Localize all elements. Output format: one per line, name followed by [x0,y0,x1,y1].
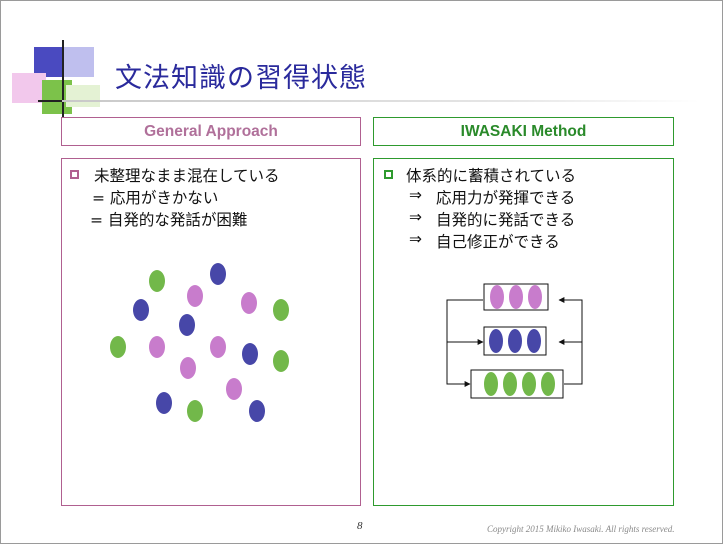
dot [273,350,289,372]
general-approach-panel: 未整理なまま混在している = 応用がきかない = 自発的な発話が困難 [61,158,361,506]
page-number: 8 [357,520,363,532]
left-bullet-text: 未整理なまま混在している [94,167,280,185]
dot [187,400,203,422]
dot [149,270,165,292]
right-sub-line-1: 応用力が発揮できる [436,189,576,207]
dot [242,343,258,365]
pink-dot [509,285,523,309]
arrow-icon: ⇒ [409,230,422,248]
pink-dot [528,285,542,309]
corner-decoration [0,0,110,120]
dot [241,292,257,314]
green-dot [541,372,555,396]
arrow-icon: ⇒ [409,208,422,226]
dot [133,299,149,321]
cycle-diagram [446,283,583,399]
title-underline [62,100,700,102]
left-sub-line-1: = 応用がきかない [92,189,219,207]
dot [210,263,226,285]
right-sub-line-3: 自己修正ができる [436,233,560,251]
blue-dot [508,329,522,353]
right-bullet-text: 体系的に蓄積されている [406,167,577,185]
square-bullet-icon [384,170,393,179]
general-approach-header: General Approach [61,117,361,146]
dot [273,299,289,321]
iwasaki-method-panel: 体系的に蓄積されている ⇒ 応用力が発揮できる ⇒ 自発的に発話できる ⇒ 自己… [373,158,674,506]
right-sub-line-2: 自発的に発話できる [436,211,576,229]
left-sub-line-2: = 自発的な発話が困難 [90,211,248,229]
dot [187,285,203,307]
arrow-icon: ⇒ [409,186,422,204]
green-dot [503,372,517,396]
slide-title: 文法知識の習得状態 [115,63,367,94]
dot [110,336,126,358]
blue-dot [489,329,503,353]
dot [149,336,165,358]
dot [210,336,226,358]
dot [180,357,196,379]
dot [249,400,265,422]
iwasaki-method-header: IWASAKI Method [373,117,674,146]
square-bullet-icon [70,170,79,179]
green-dot [484,372,498,396]
pink-dot [490,285,504,309]
dot [179,314,195,336]
copyright-notice: Copyright 2015 Mikiko Iwasaki. All right… [487,524,675,534]
green-dot [522,372,536,396]
dot [226,378,242,400]
blue-dot [527,329,541,353]
dot [156,392,172,414]
